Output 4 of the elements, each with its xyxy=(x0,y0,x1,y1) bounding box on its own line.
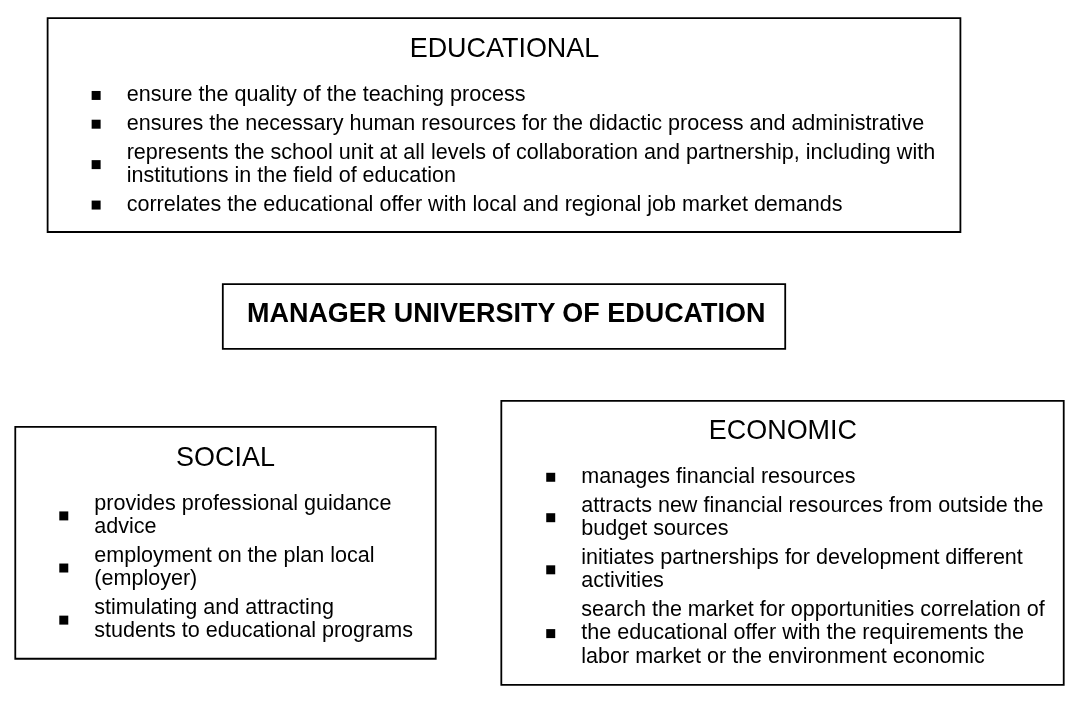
node-box: ECONOMIC manages financial resources attracts new financial resources from outside the budget sources initiates partnerships for development different activities search the market for opportunities correlation of the educational offer with the requirements the labor market or the environment economic xyxy=(500,399,1065,686)
node-box: EDUCATIONAL ensure the quality of the teaching process ensures the necessary human resources for the didactic process and administrative represents the school unit at all levels of collaboration and partnership, including with institutions in the field of education correlates the educational offer with local and regional job market demands xyxy=(46,16,962,233)
node-box: MANAGER UNIVERSITY OF EDUCATION xyxy=(221,282,787,350)
node-box: SOCIAL provides professional guidance advice employment on the plan local (employer) stimulating and attracting students to educational programs xyxy=(14,425,437,660)
